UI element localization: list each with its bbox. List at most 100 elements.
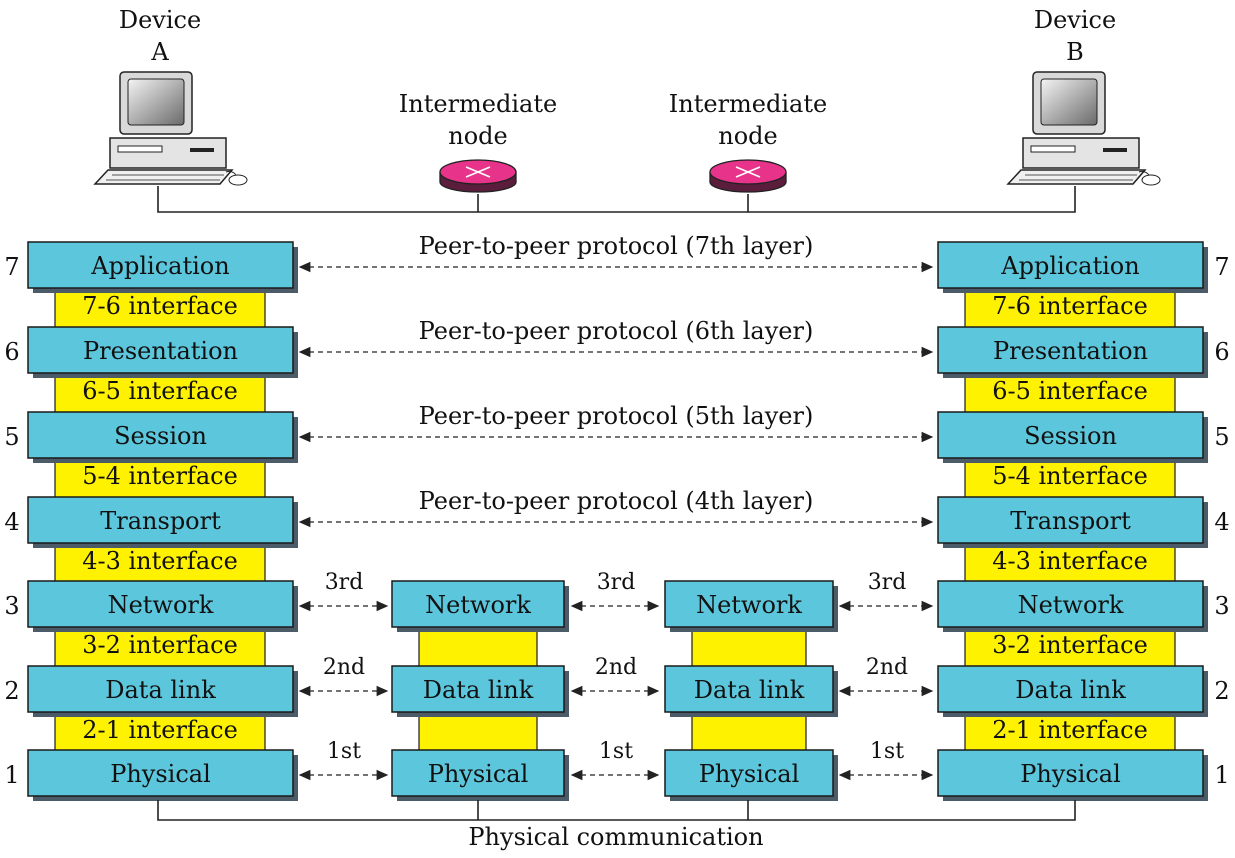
intermediate-node-2-line2: node: [718, 122, 777, 150]
layer-box-b-6-label: Presentation: [993, 337, 1148, 365]
layer-box-b-1: [937, 749, 1204, 797]
router-1-icon: [439, 159, 517, 193]
router-2-icon: [709, 159, 787, 193]
device-a-label-line1: Device: [119, 6, 201, 34]
layer-number-right-4: 4: [1214, 508, 1229, 536]
layer-number-right-7: 7: [1214, 253, 1229, 281]
interface-b-2-label: 2-1 interface: [992, 716, 1148, 744]
hop-label-datalink-1: 2nd: [323, 655, 365, 680]
hop-label-datalink-3: 2nd: [866, 655, 908, 680]
node-1-layer-1: [391, 749, 565, 797]
node-2-layer-2-label: Data link: [694, 676, 805, 704]
hop-label-physical-2: 1st: [599, 739, 633, 764]
interface-a-7: [54, 285, 266, 330]
node-2-interface-3: [691, 624, 807, 669]
layer-box-a-7-label: Application: [90, 252, 229, 280]
node-1-interface-3: [418, 624, 538, 669]
layer-box-a-5-label: Session: [114, 422, 207, 450]
hop-label-network-3: 3rd: [868, 570, 907, 595]
layer-box-b-7: [937, 241, 1204, 289]
layer-box-a-6-label: Presentation: [83, 337, 238, 365]
device-a-label-line2: A: [150, 38, 169, 66]
top-link-wire: [157, 186, 1076, 213]
physical-communication-label: Physical communication: [468, 823, 763, 851]
layer-box-b-6: [937, 326, 1204, 374]
layer-number-left-7: 7: [4, 253, 19, 281]
layer-box-b-5: [937, 411, 1204, 459]
peer-protocol-label-6: Peer-to-peer protocol (6th layer): [419, 317, 814, 345]
layer-number-right-6: 6: [1214, 338, 1229, 366]
layer-box-a-4: [27, 496, 294, 544]
layer-number-left-6: 6: [4, 338, 19, 366]
computer-a-icon: [93, 71, 248, 186]
layer-box-a-4-label: Transport: [100, 507, 221, 535]
interface-b-7-label: 7-6 interface: [992, 292, 1148, 320]
layer-number-left-1: 1: [4, 761, 19, 789]
peer-protocol-label-5: Peer-to-peer protocol (5th layer): [419, 402, 814, 430]
peer-protocol-label-7: Peer-to-peer protocol (7th layer): [419, 232, 814, 260]
layer-box-a-6: [27, 326, 294, 374]
layer-box-b-4: [937, 496, 1204, 544]
physical-link-wire: [157, 800, 1076, 821]
layer-number-right-2: 2: [1214, 677, 1229, 705]
intermediate-node-1-line2: node: [448, 122, 507, 150]
layer-box-b-7-label: Application: [1000, 252, 1139, 280]
hop-label-physical-3: 1st: [870, 739, 904, 764]
interface-b-4: [964, 540, 1176, 585]
node-1-layer-3: [391, 580, 565, 628]
hop-label-network-1: 3rd: [325, 570, 364, 595]
layer-box-a-5: [27, 411, 294, 459]
layer-box-a-2-label: Data link: [105, 676, 216, 704]
layer-number-right-1: 1: [1214, 761, 1229, 789]
device-b-label-line1: Device: [1034, 6, 1116, 34]
layer-box-b-3: [937, 580, 1204, 628]
node-1-layer-3-label: Network: [425, 591, 531, 619]
device-b-label-line2: B: [1066, 38, 1084, 66]
layer-box-b-2-label: Data link: [1015, 676, 1126, 704]
layer-box-a-3-label: Network: [108, 591, 214, 619]
interface-a-4: [54, 540, 266, 585]
layer-box-b-3-label: Network: [1018, 591, 1124, 619]
interface-b-3: [964, 624, 1176, 669]
interface-b-6-label: 6-5 interface: [992, 377, 1148, 405]
layer-box-a-1: [27, 749, 294, 797]
interface-a-2-label: 2-1 interface: [82, 716, 238, 744]
interface-a-7-label: 7-6 interface: [82, 292, 238, 320]
node-2-interface-2: [691, 709, 807, 754]
layer-box-b-1-label: Physical: [1020, 760, 1121, 788]
hop-label-network-2: 3rd: [597, 570, 636, 595]
node-2-layer-3-label: Network: [696, 591, 802, 619]
intermediate-node-2-line1: Intermediate: [669, 90, 827, 118]
layer-box-a-1-label: Physical: [110, 760, 211, 788]
layer-box-b-4-label: Transport: [1010, 507, 1131, 535]
layer-box-b-5-label: Session: [1024, 422, 1117, 450]
layer-box-a-2: [27, 665, 294, 713]
computer-b-icon: [1006, 71, 1161, 186]
interface-a-5-label: 5-4 interface: [82, 462, 238, 490]
layer-number-left-2: 2: [4, 677, 19, 705]
interface-b-3-label: 3-2 interface: [992, 631, 1148, 659]
layer-number-left-4: 4: [4, 508, 19, 536]
hop-label-datalink-2: 2nd: [595, 655, 637, 680]
layer-number-right-3: 3: [1214, 592, 1229, 620]
interface-a-4-label: 4-3 interface: [82, 547, 238, 575]
interface-a-6-label: 6-5 interface: [82, 377, 238, 405]
interface-b-4-label: 4-3 interface: [992, 547, 1148, 575]
intermediate-node-1-line1: Intermediate: [399, 90, 557, 118]
layer-box-a-7: [27, 241, 294, 289]
node-2-layer-2: [664, 665, 834, 713]
interface-a-3-label: 3-2 interface: [82, 631, 238, 659]
node-1-layer-2: [391, 665, 565, 713]
hop-label-physical-1: 1st: [327, 739, 361, 764]
layer-box-a-3: [27, 580, 294, 628]
layer-box-b-2: [937, 665, 1204, 713]
layer-number-left-3: 3: [4, 592, 19, 620]
peer-protocol-label-4: Peer-to-peer protocol (4th layer): [419, 487, 814, 515]
node-2-layer-3: [664, 580, 834, 628]
node-2-layer-1: [664, 749, 834, 797]
node-1-layer-1-label: Physical: [428, 760, 529, 788]
node-2-layer-1-label: Physical: [699, 760, 800, 788]
node-1-layer-2-label: Data link: [423, 676, 534, 704]
layer-stacks: 7 7 7-6 interface 7-6 interface 6 6 6-5 interf…: [4, 232, 1230, 801]
